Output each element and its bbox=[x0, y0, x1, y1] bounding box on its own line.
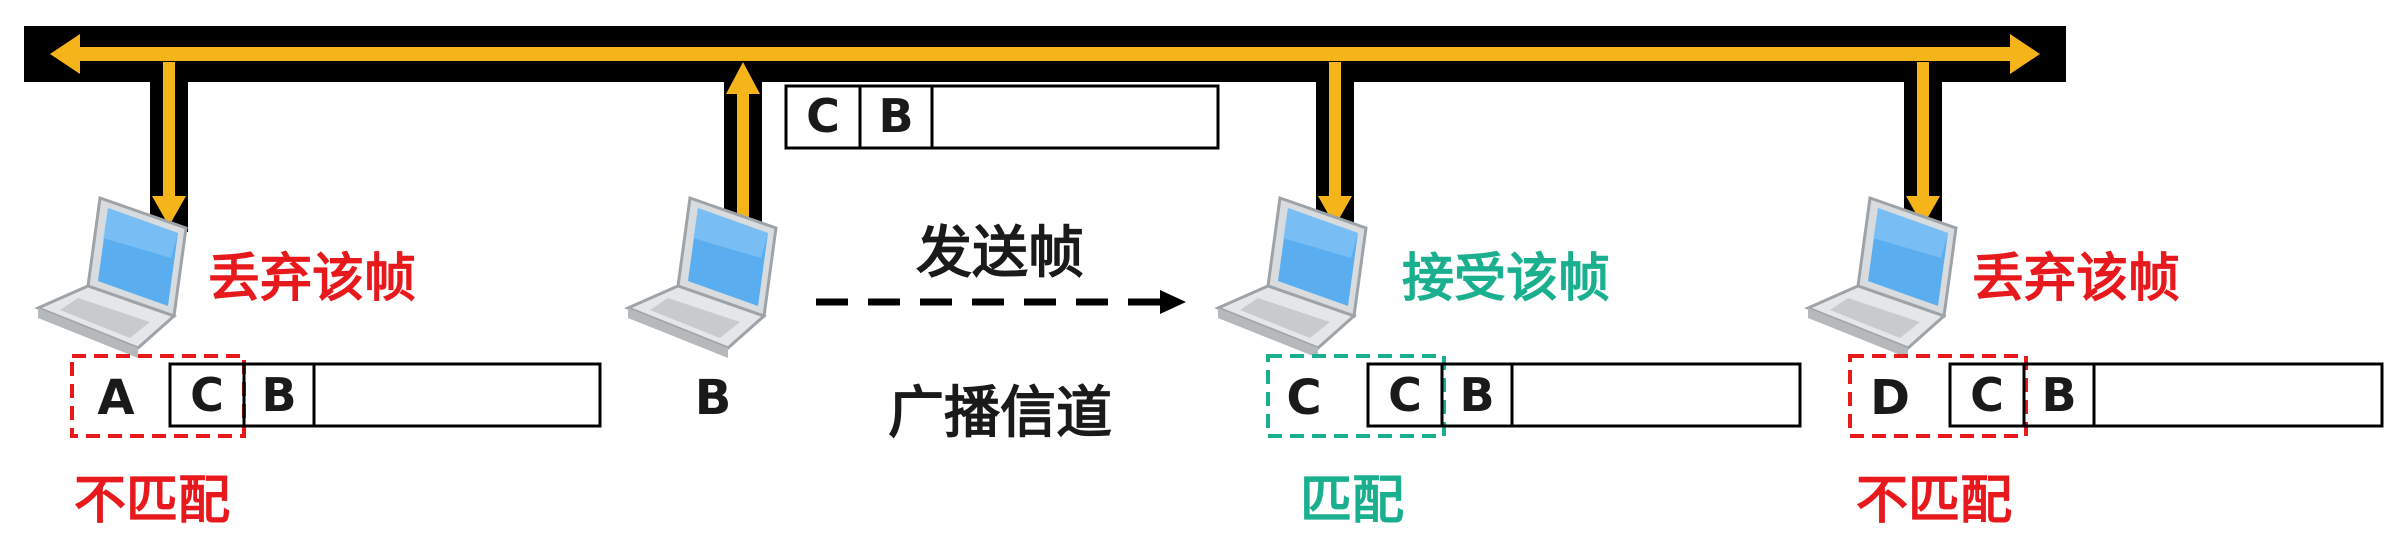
bus-frame-src: B bbox=[878, 89, 913, 143]
broadcast-channel-label: 广播信道 bbox=[888, 381, 1112, 446]
host-a-frame-dest: C bbox=[190, 368, 224, 422]
drop-line-c bbox=[1316, 62, 1354, 232]
host-b-name: B bbox=[695, 370, 732, 426]
host-d-frame-src: B bbox=[2041, 368, 2076, 422]
host-d-name: D bbox=[1870, 370, 1910, 426]
broadcast-bus bbox=[24, 26, 2066, 82]
send-frame-label: 发送帧 bbox=[916, 221, 1084, 286]
drop-line-a bbox=[150, 62, 188, 232]
host-a: 丢弃该帧 A C B 不匹配 bbox=[70, 249, 602, 531]
host-b: B bbox=[695, 370, 732, 426]
laptop-icon-a bbox=[36, 196, 188, 360]
laptop-icon-d bbox=[1806, 196, 1958, 360]
channel: 发送帧 广播信道 bbox=[816, 221, 1186, 446]
host-c-name: C bbox=[1286, 370, 1321, 426]
host-d-action: 丢弃该帧 bbox=[1972, 249, 2180, 309]
drop-line-d bbox=[1904, 62, 1942, 232]
host-a-match: 不匹配 bbox=[74, 471, 230, 531]
bus-frame: C B bbox=[784, 84, 1220, 150]
host-c: 接受该帧 C C B 匹配 bbox=[1266, 249, 1802, 531]
host-d: 丢弃该帧 D C B 不匹配 bbox=[1848, 249, 2384, 531]
uplink-b bbox=[724, 62, 762, 232]
host-a-name: A bbox=[97, 370, 134, 426]
laptop-icon-c bbox=[1216, 196, 1368, 360]
host-c-action: 接受该帧 bbox=[1402, 249, 1610, 309]
host-c-match: 匹配 bbox=[1300, 471, 1404, 531]
host-d-frame-dest: C bbox=[1970, 368, 2004, 422]
host-d-match: 不匹配 bbox=[1856, 471, 2012, 531]
laptop-icon-b bbox=[626, 196, 778, 360]
bus-frame-dest: C bbox=[806, 89, 840, 143]
host-a-frame-src: B bbox=[261, 368, 296, 422]
host-c-frame-dest: C bbox=[1388, 368, 1422, 422]
host-c-frame-src: B bbox=[1459, 368, 1494, 422]
host-a-action: 丢弃该帧 bbox=[208, 249, 416, 309]
